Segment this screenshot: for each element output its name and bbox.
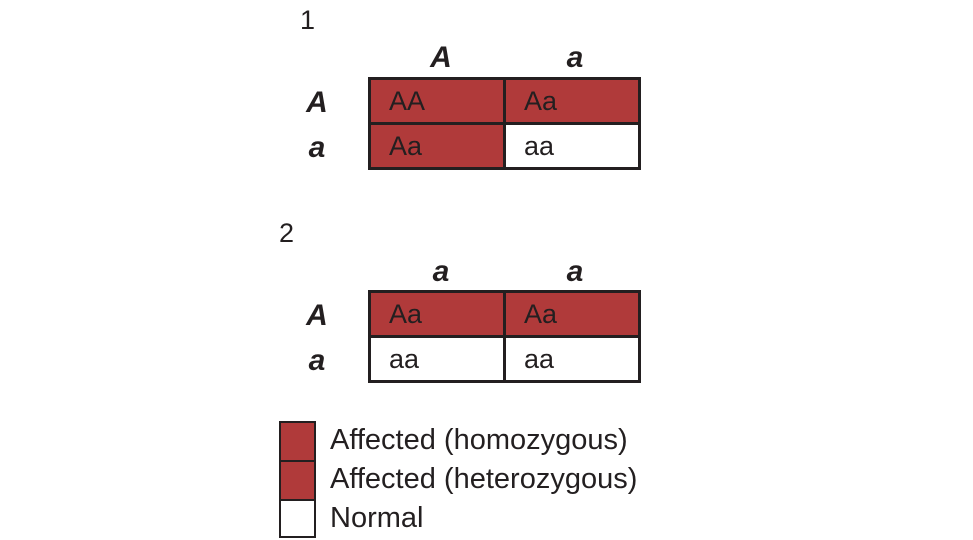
legend-swatch — [279, 460, 316, 499]
legend-label: Normal — [330, 502, 424, 534]
panel-2-label: 2 — [279, 218, 295, 248]
panel-1-col-allele-1: A — [430, 41, 452, 74]
legend: Affected (homozygous) Affected (heterozy… — [279, 421, 637, 538]
legend-item-homozygous: Affected (homozygous) — [279, 421, 637, 460]
punnett-cell: AA — [371, 80, 503, 122]
punnett-cell: aa — [371, 338, 503, 380]
punnett-cell: aa — [506, 125, 638, 167]
legend-swatch — [279, 499, 316, 538]
panel-2-col-allele-1: a — [432, 255, 450, 288]
legend-label: Affected (homozygous) — [330, 424, 628, 456]
panel-1-label: 1 — [300, 5, 316, 35]
panel-1-row-allele-1: A — [306, 86, 328, 119]
punnett-cell: Aa — [371, 293, 503, 335]
panel-1-punnett-square: AA Aa Aa aa — [368, 77, 641, 170]
legend-swatch — [279, 421, 316, 460]
legend-item-normal: Normal — [279, 499, 637, 538]
punnett-cell: Aa — [506, 293, 638, 335]
panel-2-col-allele-2: a — [566, 255, 584, 288]
punnett-cell: Aa — [371, 125, 503, 167]
panel-1-row-allele-2: a — [308, 131, 326, 164]
panel-2-row-allele-2: a — [308, 344, 326, 377]
legend-label: Affected (heterozygous) — [330, 463, 638, 495]
punnett-cell: aa — [506, 338, 638, 380]
panel-2-punnett-square: Aa Aa aa aa — [368, 290, 641, 383]
panel-1-col-allele-2: a — [566, 41, 584, 74]
punnett-cell: Aa — [506, 80, 638, 122]
legend-item-heterozygous: Affected (heterozygous) — [279, 460, 637, 499]
panel-2-row-allele-1: A — [306, 299, 328, 332]
